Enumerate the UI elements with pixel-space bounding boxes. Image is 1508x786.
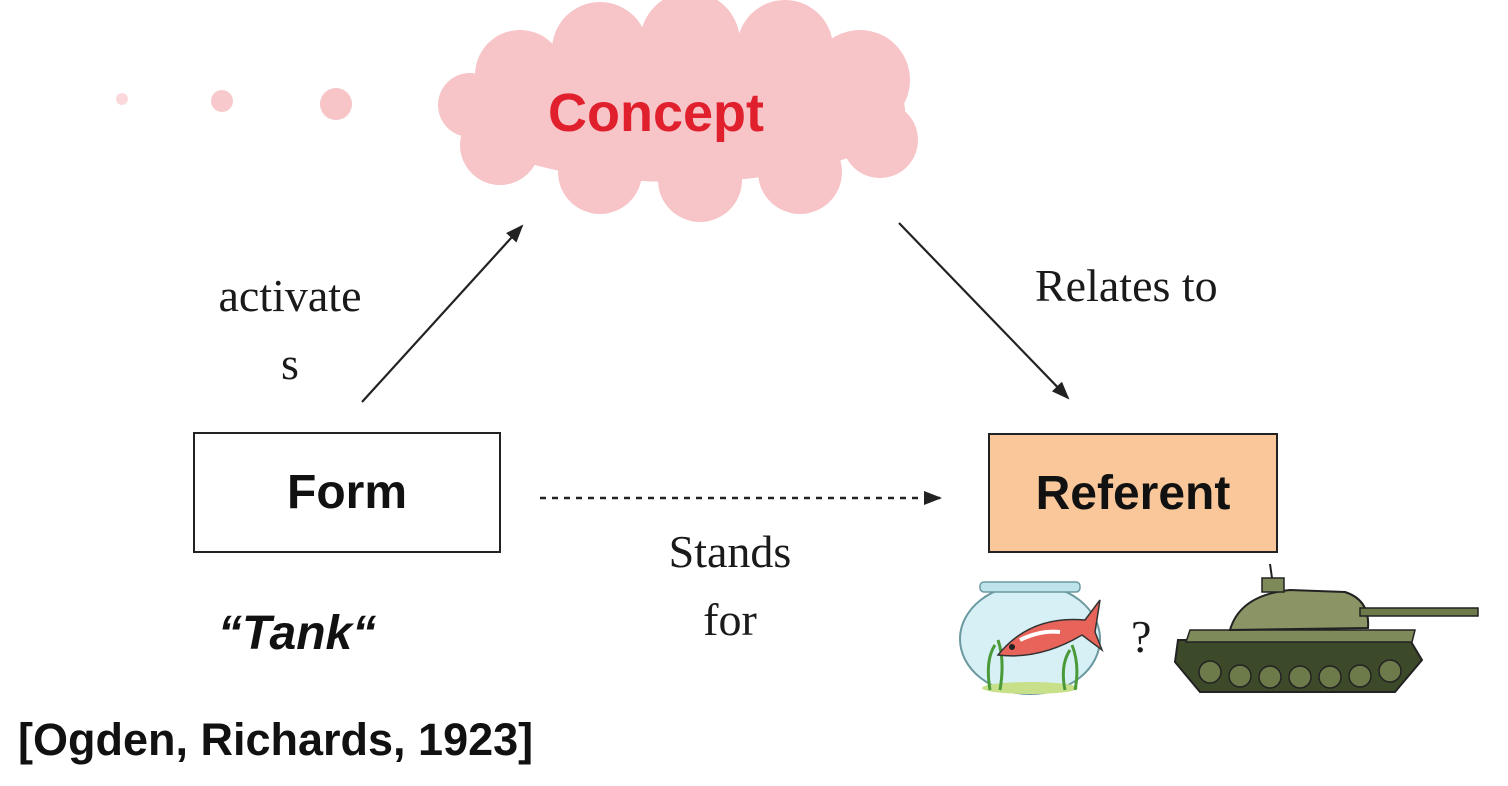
form-box: Form [193,432,501,553]
stands-for-label: Stands for [640,518,820,654]
tank-icon [1173,563,1479,693]
relates-to-label: Relates to [1035,260,1218,311]
citation: [Ogden, Richards, 1923] [18,714,534,765]
relates-arrow [898,222,1070,400]
form-label: Form [287,466,407,519]
concept-cloud [438,0,918,222]
activates-line-1: activate [218,270,362,321]
concept-label: Concept [548,83,764,143]
stands-for-line-1: Stands [668,526,792,577]
stands-for-line-2: for [703,594,757,645]
form-example-word: “Tank“ [218,607,377,660]
activates-line-2: s [281,338,299,389]
referent-label: Referent [1035,466,1231,520]
activates-label: activate s [190,262,390,398]
fishbowl-icon [959,581,1104,695]
referent-box: Referent [988,433,1278,553]
decorative-dots [116,88,352,120]
activates-arrow [361,224,524,403]
question-mark: ? [1131,611,1152,662]
